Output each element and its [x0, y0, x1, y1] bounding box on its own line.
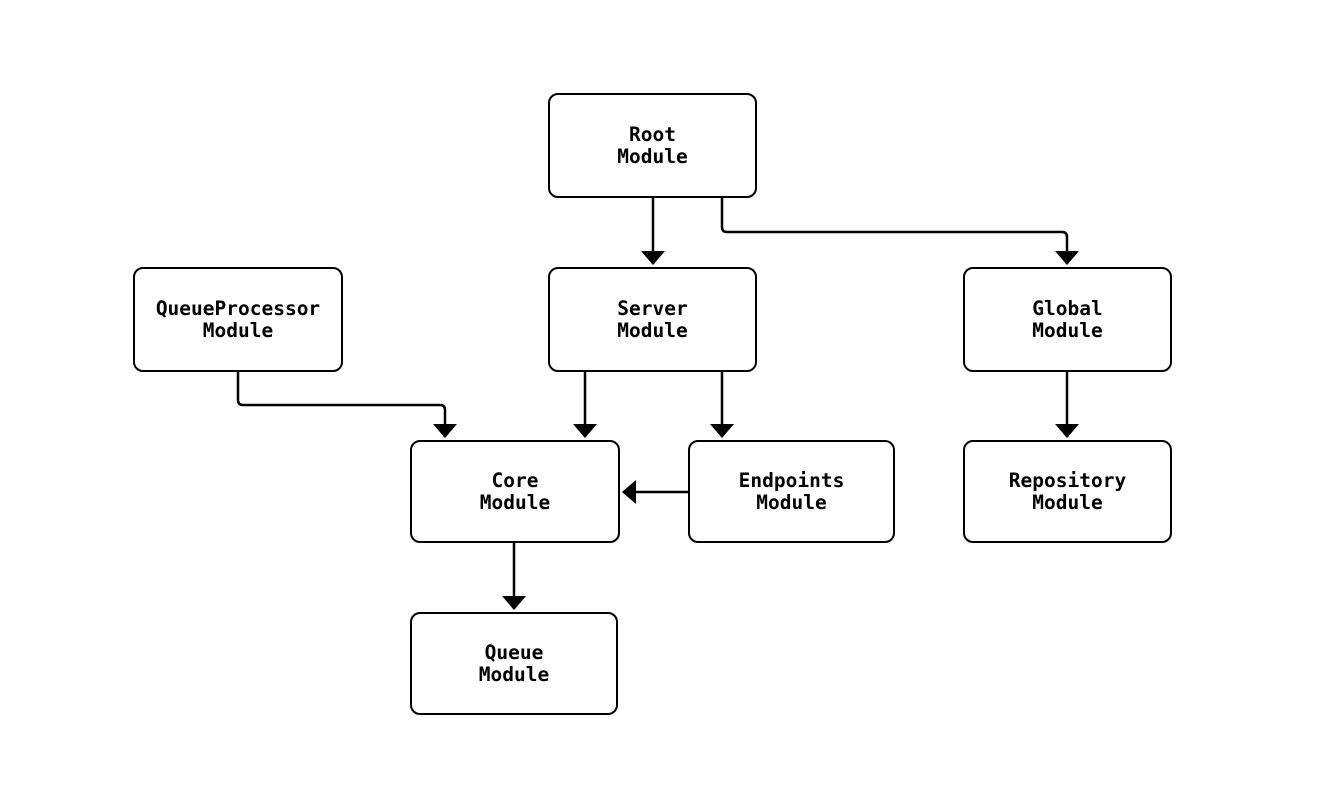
node-repository-module-label: Repository Module — [1008, 468, 1127, 514]
node-server-module: Server Module — [548, 267, 757, 372]
edge-root-to-global — [720, 198, 1079, 265]
edge-queueprocessor-to-core — [236, 372, 457, 438]
node-queue-module: Queue Module — [410, 612, 618, 715]
node-root-module: Root Module — [548, 93, 757, 198]
node-endpoints-module-label: Endpoints Module — [738, 468, 845, 514]
node-server-module-label: Server Module — [617, 296, 688, 342]
node-queue-module-label: Queue Module — [478, 640, 550, 686]
node-repository-module: Repository Module — [963, 440, 1172, 543]
node-root-module-label: Root Module — [617, 122, 688, 168]
node-queueprocessor-module: QueueProcessor Module — [133, 267, 343, 372]
node-core-module: Core Module — [410, 440, 620, 543]
node-global-module: Global Module — [963, 267, 1172, 372]
node-endpoints-module: Endpoints Module — [688, 440, 895, 543]
node-core-module-label: Core Module — [479, 468, 551, 514]
node-queueprocessor-module-label: QueueProcessor Module — [155, 296, 321, 342]
node-global-module-label: Global Module — [1032, 296, 1103, 342]
